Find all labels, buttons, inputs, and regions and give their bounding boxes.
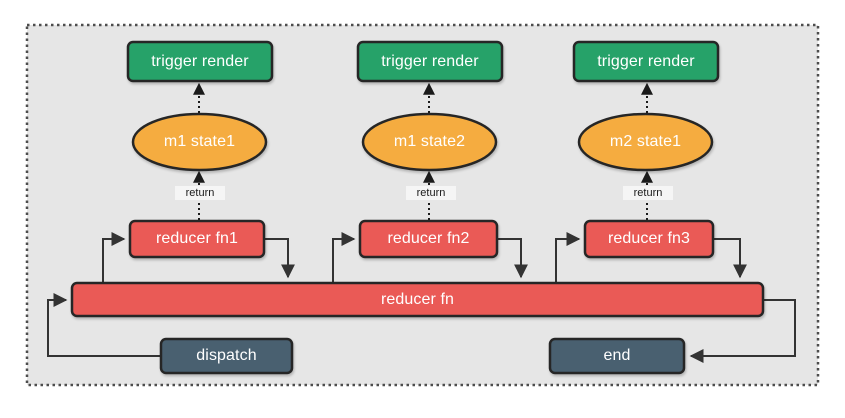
node-m2-state1[interactable] [577,112,714,172]
edge-fn1-to-reducerfn [265,238,295,279]
node-m1-state1[interactable] [131,112,268,172]
node-trigger-render-2[interactable] [356,40,504,83]
node-reducer-fn2[interactable] [358,219,499,259]
edge-reducerfn-to-fn1 [102,232,126,282]
node-dispatch[interactable] [159,337,294,375]
edge-fn2-to-reducerfn [498,238,528,279]
node-m1-state2[interactable] [361,112,498,172]
dotted-container [25,23,820,387]
edge-label-return-3: return [623,186,673,200]
edge-fn3-to-reducerfn [714,238,747,279]
node-trigger-render-1[interactable] [126,40,274,83]
node-trigger-render-3[interactable] [572,40,720,83]
edge-reducerfn-to-fn3 [555,232,581,282]
node-reducer-fn1[interactable] [128,219,266,259]
node-end[interactable] [548,337,686,375]
edge-label-return-2: return [406,186,456,200]
node-reducer-fn3[interactable] [583,219,715,259]
node-reducer-fn[interactable] [70,281,765,318]
edge-reducerfn-to-end [689,299,796,363]
edge-dispatch-to-reducerfn [47,293,160,357]
edge-reducerfn-to-fn2 [332,232,356,282]
edge-label-return-1: return [175,186,225,200]
